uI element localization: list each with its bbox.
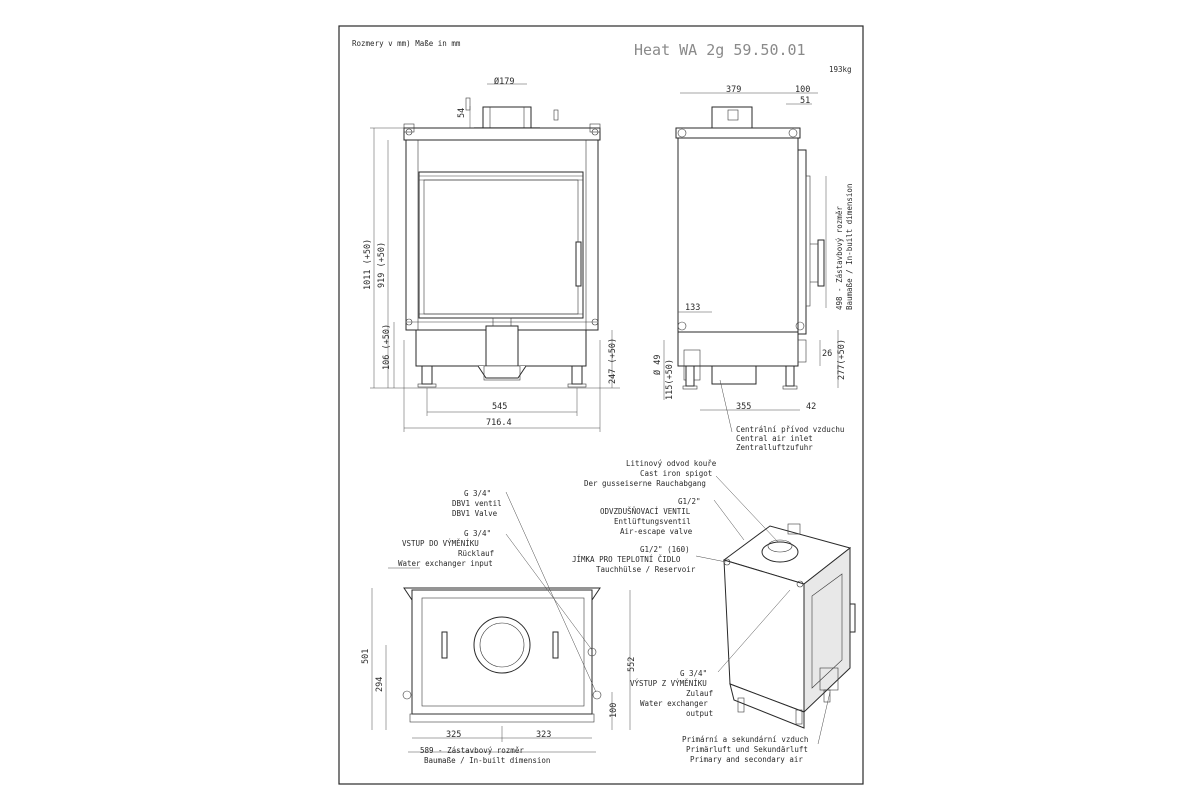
iso-note-spigot-cz: Litinový odvod kouře: [626, 459, 717, 468]
door-handle: [575, 241, 582, 287]
dim-100-top: 100: [609, 703, 619, 718]
dim-294: 294: [375, 677, 385, 692]
iso-note-air-en: Primary and secondary air: [690, 755, 803, 764]
dim-501: 501: [361, 649, 371, 664]
iso-note-spigot-de: Der gusseiserne Rauchabgang: [584, 479, 706, 488]
iso-note-out-3: Zulauf: [686, 689, 713, 698]
dim-919: 919 (+50): [377, 242, 387, 288]
top-flue-ring: [473, 616, 531, 674]
iso-note-g12-1: G1/2": [678, 497, 701, 506]
dim-716: 716.4: [486, 418, 512, 428]
note-g34b-4: Water exchanger input: [398, 559, 493, 568]
note-g34b-1: G 3/4": [464, 529, 491, 538]
iso-note-g12-4: Air-escape valve: [620, 527, 693, 536]
dim-325: 325: [446, 730, 461, 740]
top-view: G 3/4" DBV1 ventil DBV1 Valve G 3/4" VST…: [361, 489, 637, 765]
note-g34a-1: G 3/4": [464, 489, 491, 498]
air-inlet-de: Zentralluftzufuhr: [736, 443, 813, 452]
note-g34a-2: DBV1 ventil: [452, 499, 502, 508]
units-note: Rozmery v mm) Maße in mm: [352, 39, 461, 48]
air-inlet-cz: Centrální přívod vzduchu: [736, 425, 844, 434]
page-frame: [338, 25, 864, 785]
dim-115: 115(+50): [665, 359, 675, 400]
note-g34b-2: VSTUP DO VÝMĚNÍKU: [402, 539, 479, 548]
dim-100: 100: [795, 85, 810, 95]
dim-552: 552: [627, 657, 637, 672]
model-title: Heat WA 2g 59.50.01: [634, 41, 806, 59]
dim-106: 106 (+50): [382, 324, 392, 370]
air-inlet-box: [485, 325, 519, 367]
side-view: 379 100 51 133 Ø 49 115(+50) 355 42 26 2…: [652, 85, 854, 452]
dim-247: 247 (+50): [608, 338, 618, 384]
dim-26: 26: [822, 349, 832, 359]
dim-589-sub: Baumaße / In-built dimension: [424, 756, 550, 765]
dim-133: 133: [685, 303, 700, 313]
dim-flue-diameter: Ø179: [494, 76, 514, 87]
note-g34b-3: Rücklauf: [458, 549, 494, 558]
weight-label: 193kg: [829, 65, 852, 74]
iso-view: Litinový odvod kouře Cast iron spigot De…: [572, 459, 856, 764]
dim-d49: Ø 49: [652, 355, 663, 375]
side-handle: [817, 239, 825, 287]
dim-54: 54: [457, 108, 467, 118]
iso-note-out-5: output: [686, 709, 713, 718]
iso-note-out-2: VÝSTUP Z VÝMĚNÍKU: [630, 679, 707, 688]
dim-277: 277(+50): [837, 339, 847, 380]
iso-note-air-de: Primärluft und Sekundärluft: [686, 745, 808, 754]
front-view: Ø179 54 1011 (+50) 919 (+50) 106 (+50) 2…: [363, 76, 620, 432]
dim-498: 498 - Zástavbový rozměr: [835, 206, 844, 310]
note-g34a-3: DBV1 Valve: [452, 509, 498, 518]
dim-545: 545: [492, 402, 507, 412]
iso-note-out-1: G 3/4": [680, 669, 707, 678]
dim-589: 589 - Zástavbový rozměr: [420, 746, 524, 755]
side-body: [677, 137, 799, 333]
iso-note-sensor-2: JÍMKA PRO TEPLOTNÍ ČIDLO: [572, 555, 681, 564]
dim-379: 379: [726, 85, 741, 95]
iso-note-out-4: Water exchanger: [640, 699, 708, 708]
iso-note-sensor-1: G1/2" (160): [640, 545, 690, 554]
dim-51: 51: [800, 96, 810, 106]
dim-355: 355: [736, 402, 751, 412]
dim-323: 323: [536, 730, 551, 740]
iso-note-air-cz: Primární a sekundární vzduch: [682, 735, 808, 744]
iso-note-sensor-3: Tauchhülse / Reservoir: [596, 565, 696, 574]
air-inlet-en: Central air inlet: [736, 434, 813, 443]
dim-42: 42: [806, 402, 816, 412]
dim-498-sub: Baumaße / In-built dimension: [845, 184, 854, 310]
dim-1011: 1011 (+50): [363, 239, 373, 290]
iso-note-g12-2: ODVZDUŠŇOVACÍ VENTIL: [600, 507, 691, 516]
iso-note-g12-3: Entlüftungsventil: [614, 517, 691, 526]
front-door: [418, 171, 584, 319]
iso-note-spigot-en: Cast iron spigot: [640, 469, 712, 478]
